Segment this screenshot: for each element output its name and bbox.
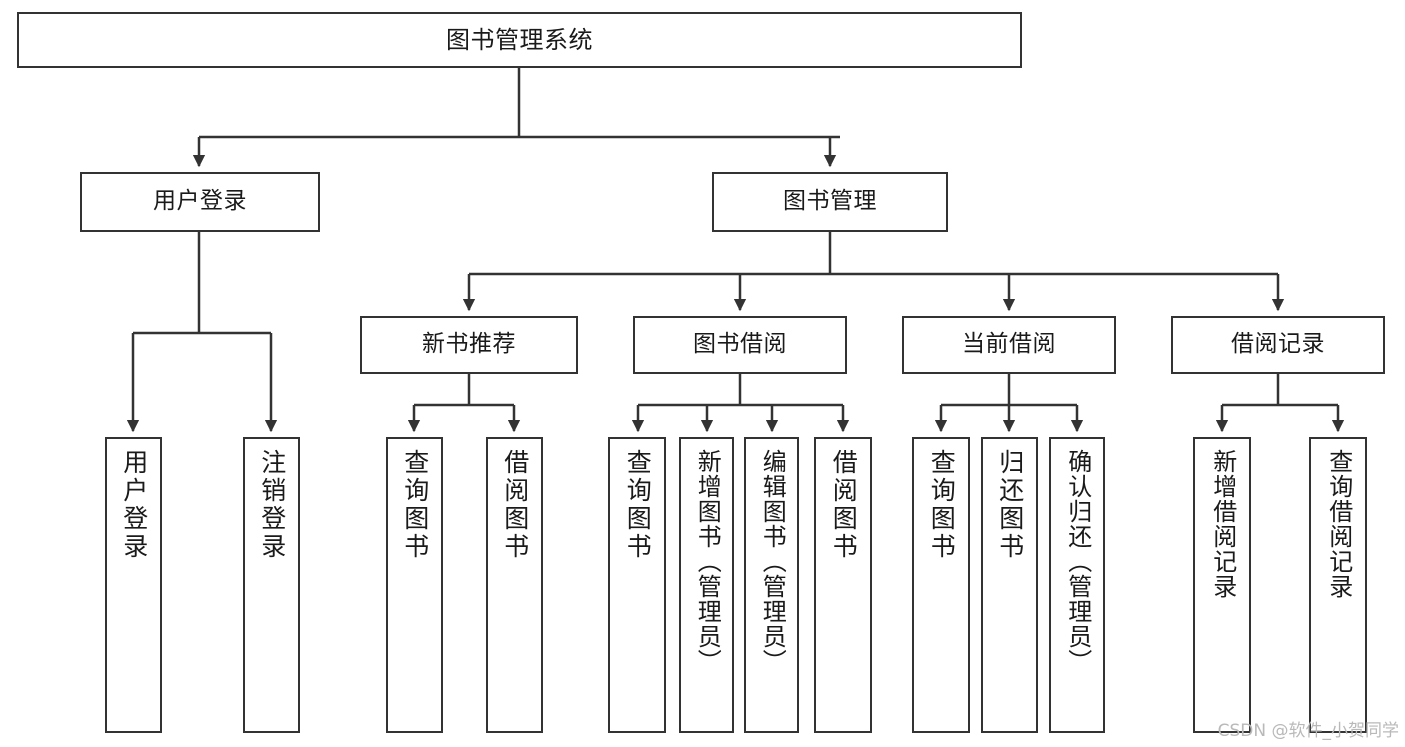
node-label: 用户登录 — [119, 449, 149, 561]
node-label: 图书借阅 — [693, 331, 787, 358]
node-label: 图书管理系统 — [446, 25, 593, 54]
leaf-logout[interactable]: 注销登录 — [243, 437, 300, 733]
leaf-add-borrow-record[interactable]: 新增借阅记录 — [1193, 437, 1251, 733]
node-label: 查询图书 — [623, 449, 653, 561]
leaf-confirm-return-admin[interactable]: 确认归还（管理员） — [1049, 437, 1105, 733]
node-label: 查询借阅记录 — [1324, 449, 1353, 599]
leaf-query-book-current[interactable]: 查询图书 — [912, 437, 970, 733]
leaf-query-borrow-record[interactable]: 查询借阅记录 — [1309, 437, 1367, 733]
node-new-book-recommend[interactable]: 新书推荐 — [360, 316, 578, 374]
node-label: 借阅记录 — [1231, 331, 1325, 358]
leaf-add-book-admin[interactable]: 新增图书（管理员） — [679, 437, 734, 733]
node-label: 查询图书 — [927, 449, 957, 561]
node-label: 图书管理 — [783, 188, 877, 215]
node-book-borrow[interactable]: 图书借阅 — [633, 316, 847, 374]
node-label: 新增借阅记录 — [1208, 449, 1237, 599]
leaf-borrow-book[interactable]: 借阅图书 — [814, 437, 872, 733]
node-root-system[interactable]: 图书管理系统 — [17, 12, 1022, 68]
node-label: 编辑图书（管理员） — [758, 449, 787, 674]
node-label: 新增图书（管理员） — [693, 449, 722, 674]
leaf-borrow-book-newbook[interactable]: 借阅图书 — [486, 437, 543, 733]
node-borrow-record[interactable]: 借阅记录 — [1171, 316, 1385, 374]
node-label: 注销登录 — [257, 449, 287, 561]
leaf-user-login[interactable]: 用户登录 — [105, 437, 162, 733]
node-label: 借阅图书 — [500, 449, 530, 561]
node-label: 用户登录 — [153, 188, 247, 215]
leaf-edit-book-admin[interactable]: 编辑图书（管理员） — [744, 437, 799, 733]
leaf-query-book-newbook[interactable]: 查询图书 — [386, 437, 443, 733]
node-label: 借阅图书 — [829, 449, 859, 561]
node-current-borrow[interactable]: 当前借阅 — [902, 316, 1116, 374]
node-label: 当前借阅 — [962, 331, 1056, 358]
leaf-query-book-borrow[interactable]: 查询图书 — [608, 437, 666, 733]
leaf-return-book[interactable]: 归还图书 — [981, 437, 1038, 733]
node-book-management[interactable]: 图书管理 — [712, 172, 948, 232]
node-label: 归还图书 — [995, 449, 1025, 561]
watermark-text: CSDN @软件_小贺同学 — [1217, 721, 1399, 741]
node-user-login[interactable]: 用户登录 — [80, 172, 320, 232]
node-label: 查询图书 — [400, 449, 430, 561]
node-label: 新书推荐 — [422, 331, 516, 358]
node-label: 确认归还（管理员） — [1063, 449, 1092, 674]
